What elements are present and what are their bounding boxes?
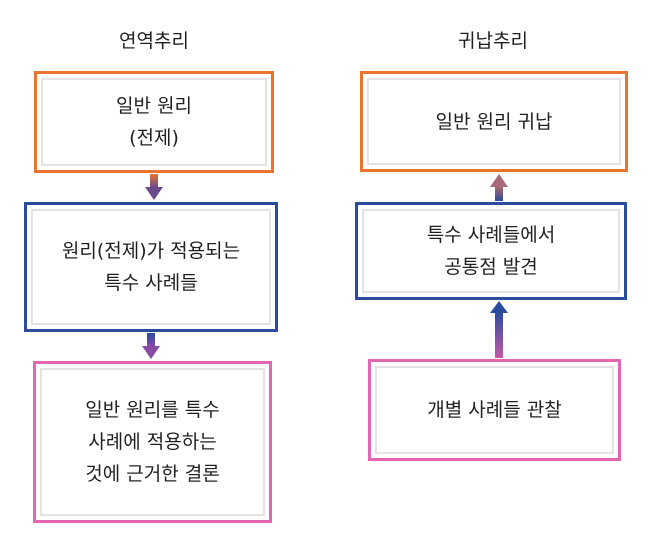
deductive-title: 연역추리: [119, 30, 189, 52]
cases-text: 원리(전제)가 적용되는 특수 사례들: [61, 240, 241, 294]
arrow-premise-to-cases: [145, 174, 163, 200]
observation-box: 개별 사례들 관찰: [368, 359, 621, 461]
generalization-text: 일반 원리 귀납: [435, 110, 553, 133]
cases-box: 원리(전제)가 적용되는 특수 사례들: [24, 202, 278, 332]
conclusion-box: 일반 원리를 특수 사례에 적용하는 것에 근거한 결론: [33, 361, 272, 523]
arrow-common-to-generalization: [490, 174, 508, 201]
observation-text: 개별 사례들 관찰: [427, 399, 562, 421]
inductive-title: 귀납추리: [458, 30, 528, 52]
arrow-observation-to-common: [490, 301, 508, 358]
generalization-box: 일반 원리 귀납: [360, 71, 628, 172]
arrow-cases-to-conclusion: [142, 333, 160, 359]
common-features-box: 특수 사례들에서 공통점 발견: [355, 202, 627, 300]
premise-box: 일반 원리 (전제): [34, 71, 274, 173]
premise-text: 일반 원리 (전제): [116, 95, 192, 149]
common-features-text: 특수 사례들에서 공통점 발견: [426, 224, 556, 278]
conclusion-text: 일반 원리를 특수 사례에 적용하는 것에 근거한 결론: [85, 399, 220, 485]
